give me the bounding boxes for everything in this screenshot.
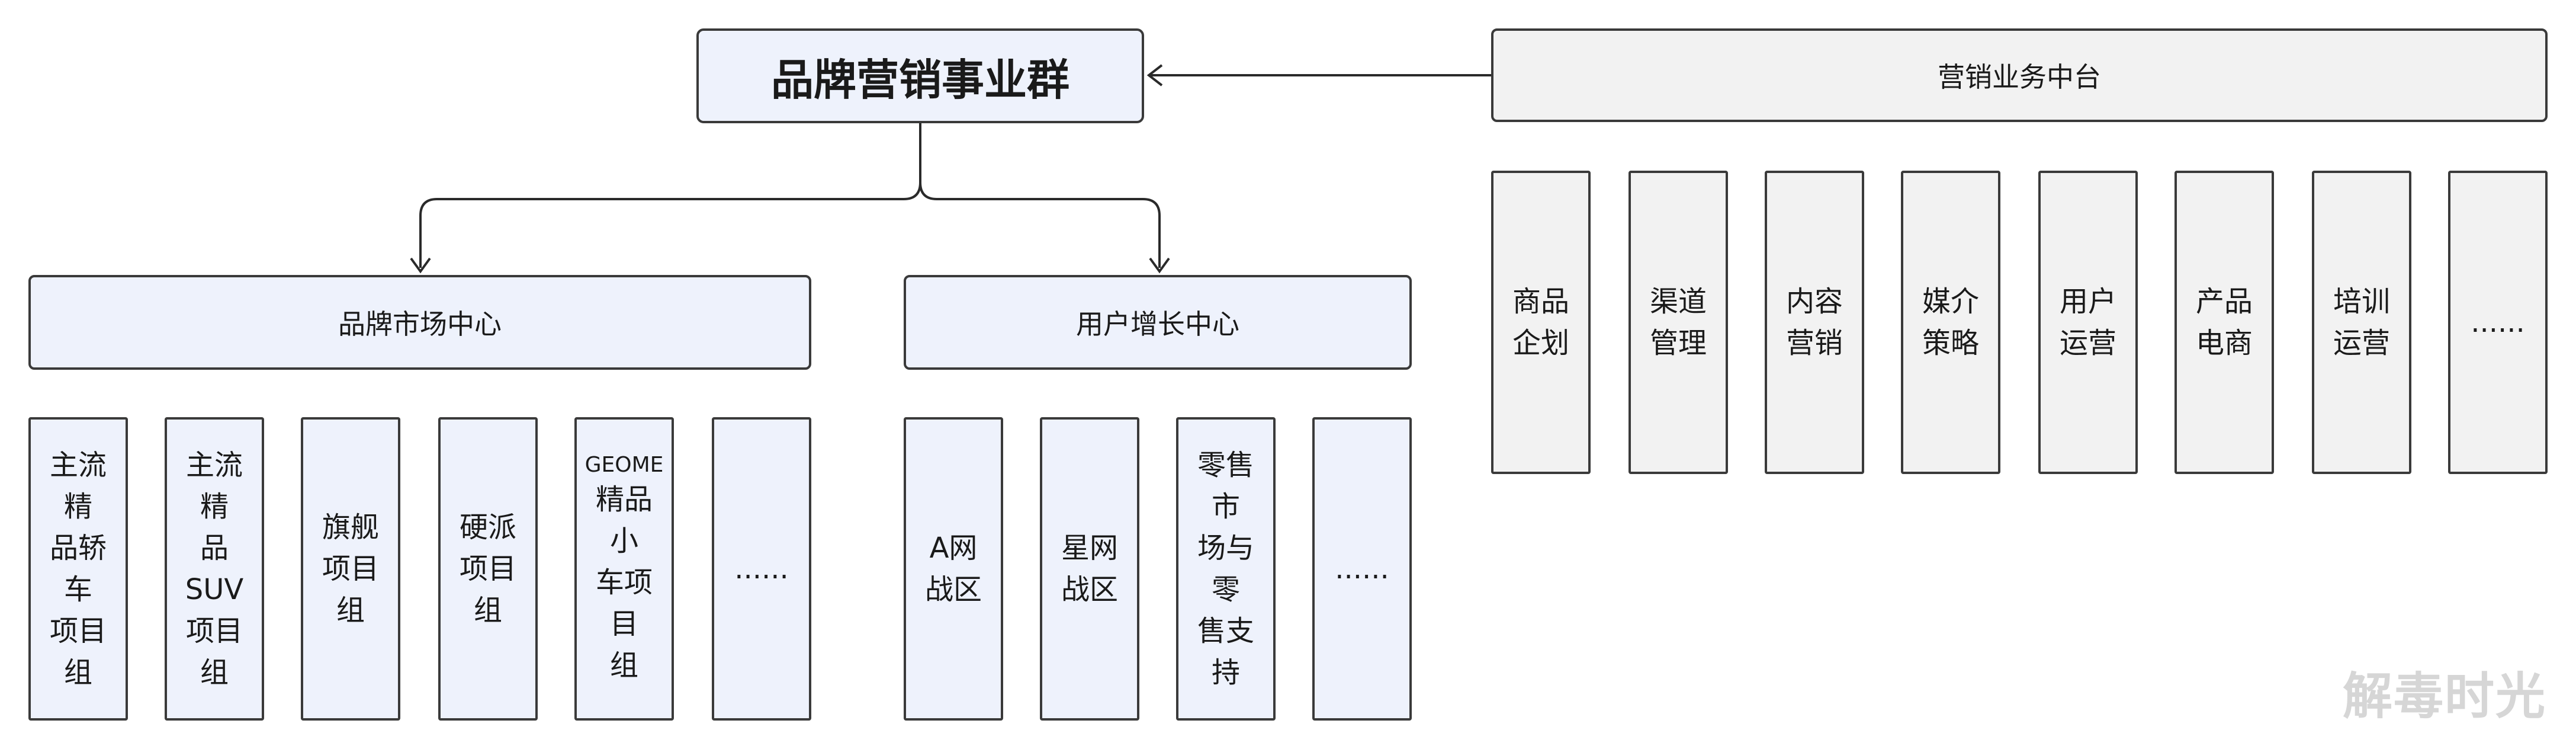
arrowhead-root bbox=[1146, 64, 1163, 87]
brand-item: 旗舰项目组 bbox=[301, 417, 400, 721]
growth-center-header: 用户增长中心 bbox=[904, 275, 1412, 370]
root-label: 品牌营销事业群 bbox=[770, 55, 1069, 105]
platform-item: 渠道管理 bbox=[1629, 171, 1728, 474]
brand-item: 主流精品轿车项目组 bbox=[28, 417, 128, 721]
platform-item: 媒介策略 bbox=[1901, 171, 2000, 474]
watermark: 解毒时光 bbox=[2343, 667, 2547, 725]
brand-item: ...... bbox=[712, 417, 811, 721]
platform-label: 营销业务中台 bbox=[1938, 61, 2101, 93]
platform-item: 商品企划 bbox=[1491, 171, 1591, 474]
platform-item: 产品电商 bbox=[2174, 171, 2274, 474]
growth-item: 星网战区 bbox=[1040, 417, 1139, 721]
growth-item: 零售市场与零售支持 bbox=[1176, 417, 1276, 721]
connector-root-stem bbox=[419, 123, 921, 268]
connector-root-right bbox=[919, 182, 1161, 268]
arrowhead-brand bbox=[410, 257, 431, 274]
growth-item: ...... bbox=[1312, 417, 1412, 721]
brand-item: 硬派项目组 bbox=[438, 417, 538, 721]
platform-item: 培训运营 bbox=[2312, 171, 2411, 474]
brand-center-header: 品牌市场中心 bbox=[28, 275, 811, 370]
platform-item: 用户运营 bbox=[2038, 171, 2138, 474]
platform-item: 内容营销 bbox=[1765, 171, 1864, 474]
arrowhead-growth bbox=[1149, 257, 1170, 274]
platform-header: 营销业务中台 bbox=[1491, 28, 2548, 122]
growth-item: A网战区 bbox=[904, 417, 1003, 721]
growth-center-label: 用户增长中心 bbox=[1076, 308, 1239, 340]
root-node: 品牌营销事业群 bbox=[696, 28, 1144, 123]
brand-center-label: 品牌市场中心 bbox=[338, 308, 502, 340]
platform-item: ...... bbox=[2448, 171, 2548, 474]
